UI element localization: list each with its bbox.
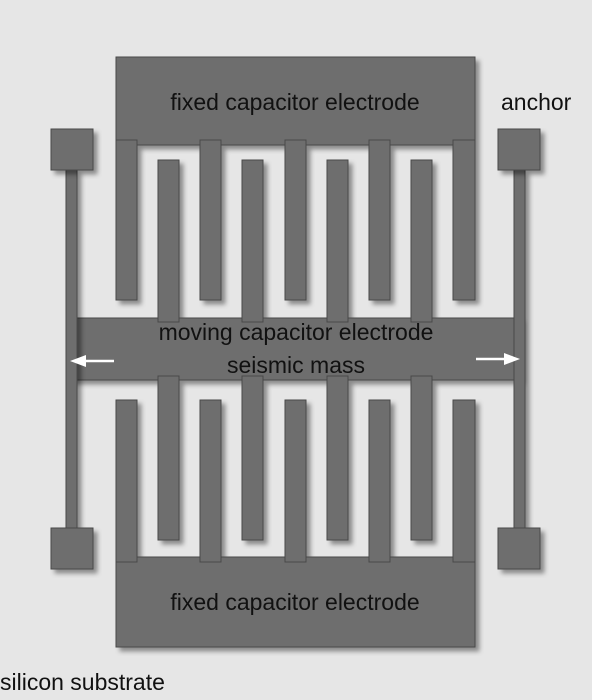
fixed-finger (199, 399, 222, 563)
moving-finger (157, 159, 180, 323)
fixed-finger (284, 139, 307, 301)
label-silicon-substrate: silicon substrate (0, 669, 165, 695)
moving-finger (410, 159, 433, 323)
label-moving-electrode: moving capacitor electrode (159, 319, 434, 345)
moving-finger (241, 375, 264, 541)
label-fixed-electrode-top: fixed capacitor electrode (170, 89, 419, 115)
fixed-finger (452, 139, 476, 301)
label-fixed-electrode-bottom: fixed capacitor electrode (170, 589, 419, 615)
motion-arrow-left (70, 355, 114, 367)
spring-beam-left (65, 169, 78, 531)
fixed-electrode-bottom (115, 399, 476, 648)
seismic-mass (69, 159, 521, 541)
anchor-bottom-right (497, 527, 541, 570)
spring-beam-right (513, 169, 526, 531)
fixed-finger (115, 399, 138, 563)
anchors (50, 128, 541, 570)
fixed-finger (199, 139, 222, 301)
fixed-electrode-top (115, 56, 476, 301)
label-seismic-mass: seismic mass (227, 352, 365, 378)
fixed-finger (284, 399, 307, 563)
fixed-finger (452, 399, 476, 563)
anchor-top-left (50, 128, 94, 171)
moving-finger (326, 375, 349, 541)
fixed-finger (368, 139, 391, 301)
moving-finger (326, 159, 349, 323)
label-anchor: anchor (501, 89, 572, 115)
fixed-finger (368, 399, 391, 563)
anchor-bottom-left (50, 527, 94, 570)
anchor-top-right (497, 128, 541, 171)
moving-finger (241, 159, 264, 323)
moving-finger (410, 375, 433, 541)
moving-finger (157, 375, 180, 541)
fixed-finger (115, 139, 138, 301)
motion-arrow-right (476, 353, 520, 365)
